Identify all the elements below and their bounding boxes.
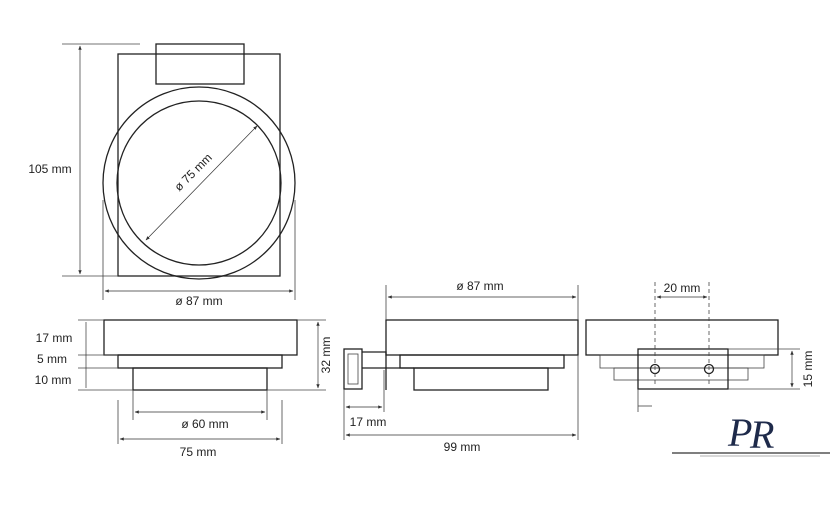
base-diameter-label: ø 60 mm xyxy=(181,417,228,431)
side-dish-middle xyxy=(399,354,565,369)
base-height-label: 10 mm xyxy=(35,373,72,387)
arm-bracket xyxy=(362,351,387,390)
top-view: ø 75 mm 105 mm ø 87 mm xyxy=(28,43,296,308)
dish-base xyxy=(132,367,268,391)
wall-plate-outline xyxy=(117,53,281,277)
offset-label: 17 mm xyxy=(350,415,387,429)
logo-letter-r: R xyxy=(749,412,774,457)
hole-spacing-label: 20 mm xyxy=(664,281,701,295)
brand-logo: P R xyxy=(672,410,830,457)
outer-ring xyxy=(102,86,296,280)
rear-view: 20 mm 15 mm xyxy=(585,281,815,412)
height-label: 105 mm xyxy=(28,162,71,176)
inner-ring xyxy=(116,100,282,266)
flange-width-label: 75 mm xyxy=(180,445,217,459)
inner-diameter-label: ø 75 mm xyxy=(171,150,214,193)
side-dish-base xyxy=(413,367,549,391)
logo-letter-p: P xyxy=(727,410,752,455)
mount-height-label: 15 mm xyxy=(801,351,815,388)
total-height-label: 32 mm xyxy=(319,337,333,374)
side-diameter-label: ø 87 mm xyxy=(456,279,503,293)
rear-dish-rim xyxy=(585,319,779,356)
rear-dish-base xyxy=(613,367,749,381)
inner-diameter-dimension xyxy=(145,125,258,241)
wall-mount-inner xyxy=(347,353,359,385)
front-view: 17 mm 5 mm 10 mm 32 mm ø 60 mm 75 mm xyxy=(35,319,333,459)
rear-dish-middle xyxy=(599,354,765,369)
mount-plate xyxy=(637,348,729,390)
dish-rim xyxy=(103,319,298,356)
top-width-label: ø 87 mm xyxy=(175,294,222,308)
gap-height-label: 5 mm xyxy=(37,352,67,366)
depth-label: 99 mm xyxy=(444,440,481,454)
mount-bracket xyxy=(155,43,245,85)
rim-height-label: 17 mm xyxy=(36,331,73,345)
side-view: ø 87 mm 17 mm 99 mm xyxy=(343,279,579,454)
wall-mount-block xyxy=(343,348,363,390)
dish-middle xyxy=(117,354,283,369)
side-dish-rim xyxy=(385,319,579,356)
